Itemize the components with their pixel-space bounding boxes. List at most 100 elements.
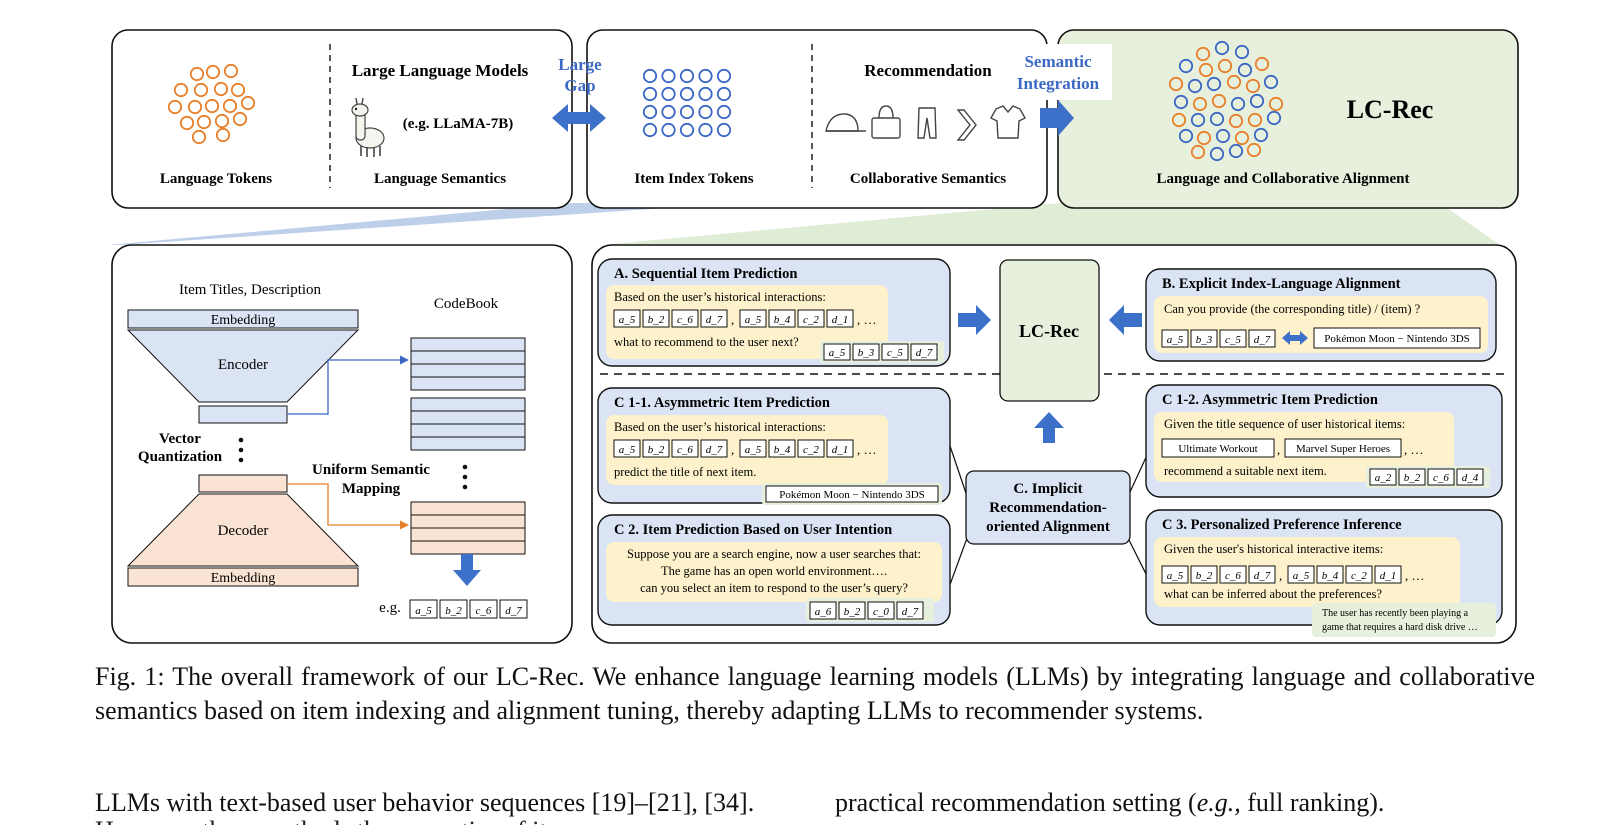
task-c3-code-text: c_6	[1225, 570, 1241, 582]
token-circle	[1246, 142, 1262, 158]
token-circle	[679, 86, 695, 102]
task-a-code-text: a_5	[619, 314, 636, 326]
llama-icon	[351, 97, 385, 157]
task-c11-line3: predict the title of next item.	[614, 465, 756, 479]
body-text-col1: LLMs with text-based user behavior seque…	[95, 788, 755, 817]
codebook-1	[410, 337, 526, 391]
token-circle	[661, 104, 676, 120]
task-c12-ellipsis: , …	[1404, 442, 1424, 457]
token-circle	[1211, 93, 1227, 109]
codebook-2	[410, 397, 526, 451]
token-circle	[1234, 44, 1250, 60]
large-gap-label-1: Large	[558, 55, 602, 74]
blue-zoom-band	[108, 203, 740, 245]
task-c11-title: C 1-1. Asymmetric Item Prediction	[614, 395, 830, 411]
bag-icon	[871, 105, 901, 139]
task-c11-code-text: d_7	[706, 444, 723, 456]
body-text-col2-a: practical recommendation setting (	[835, 788, 1197, 817]
task-c12-line3: recommend a suitable next item.	[1164, 464, 1327, 478]
token-circle	[232, 111, 248, 127]
uniform-semantic-mapping-label-1: Uniform Semantic	[312, 462, 430, 478]
arrow-up-to-center	[1034, 412, 1064, 443]
implicit-alignment-label-3: oriented Alignment	[986, 519, 1110, 535]
task-c2-line2: The game has an open world environment….	[661, 564, 887, 578]
task-a-answer-code-text: c_5	[887, 347, 903, 359]
task-c11-code-text: a_5	[619, 444, 636, 456]
token-circle	[223, 63, 239, 79]
semantic-integration-label-2: Integration	[1017, 74, 1100, 93]
task-c11-code-box	[613, 439, 641, 458]
token-circle	[1195, 46, 1211, 62]
task-c12-title2-box	[1284, 438, 1402, 458]
token-circle	[1178, 128, 1194, 144]
lcrec-center-box	[999, 259, 1100, 402]
token-circle	[213, 81, 229, 97]
task-c2-answer-code-box	[838, 601, 866, 620]
encoder-trapezoid	[126, 329, 360, 403]
token-circle	[661, 68, 676, 84]
token-circle	[1209, 111, 1225, 127]
token-circle	[1234, 130, 1250, 146]
token-circle	[1192, 96, 1208, 112]
task-b-code-text: b_3	[1196, 334, 1213, 346]
vertical-ellipsis-right	[462, 464, 468, 490]
item-titles-label: Item Titles, Description	[179, 282, 322, 298]
task-b-title: B. Explicit Index-Language Alignment	[1162, 276, 1401, 292]
task-c3-code-text: c_2	[1351, 570, 1367, 582]
example-code-text: b_2	[445, 605, 462, 617]
task-c12-answer-code-box	[1427, 468, 1455, 486]
item-index-token-grid	[642, 68, 732, 138]
token-circle	[1245, 78, 1261, 94]
decoder-trapezoid	[126, 493, 360, 567]
token-circle	[193, 82, 209, 98]
task-b-code-box	[1161, 329, 1189, 348]
task-a-code-text: d_7	[706, 314, 723, 326]
token-circle	[1268, 96, 1284, 112]
decoder-label: Decoder	[218, 523, 269, 539]
task-a-code-text: a_5	[745, 314, 762, 326]
token-circle	[1254, 56, 1270, 72]
token-circle	[1206, 76, 1222, 92]
task-c11-code-ellipsis: , …	[857, 442, 877, 457]
task-c12-answer-code-box	[1456, 468, 1484, 486]
task-a-code-text: b_4	[774, 314, 791, 326]
token-circle	[642, 122, 658, 138]
task-c3-line3: what can be inferred about the preferenc…	[1164, 587, 1382, 601]
lcrec-center-label: LC-Rec	[1019, 321, 1079, 341]
task-c3-code-text: b_2	[1196, 570, 1213, 582]
token-circle	[1196, 130, 1212, 146]
task-b-code-text: a_5	[1167, 334, 1184, 346]
token-circle	[1266, 110, 1282, 126]
task-c12-title: C 1-2. Asymmetric Item Prediction	[1162, 392, 1378, 408]
body-text-col2-b: full ranking).	[1240, 788, 1385, 817]
body-text-clipped: However, these methods the semantics of …	[95, 816, 589, 825]
token-circle	[642, 86, 658, 102]
semantic-integration-label-1: Semantic	[1024, 52, 1092, 71]
token-circle	[1168, 76, 1184, 92]
latent-vector-bar	[198, 405, 288, 424]
language-collaborative-alignment-label: Language and Collaborative Alignment	[1157, 171, 1410, 187]
task-c11-answer: Pokémon Moon − Nintendo 3DS	[779, 489, 925, 501]
task-c11-code-text: c_2	[803, 444, 819, 456]
task-c11-code-text: b_4	[774, 444, 791, 456]
task-c3-code-box	[1219, 565, 1247, 584]
task-c12-title1: Ultimate Workout	[1178, 443, 1257, 455]
task-c11-code-text: d_1	[832, 444, 849, 456]
token-circle	[215, 127, 231, 143]
task-c11-code-box	[826, 439, 854, 458]
example-code-box	[499, 599, 528, 619]
chevron-icon	[956, 109, 977, 141]
token-circle	[167, 99, 183, 115]
token-circle	[204, 98, 220, 114]
cap-icon	[825, 113, 866, 132]
task-c11-code-box	[768, 439, 796, 458]
token-circle	[716, 104, 732, 120]
example-code-text: d_7	[505, 605, 522, 617]
task-c3-code-separator: ,	[1279, 568, 1282, 583]
implicit-alignment-label-2: Recommendation-	[989, 500, 1106, 516]
token-circle	[230, 82, 246, 98]
